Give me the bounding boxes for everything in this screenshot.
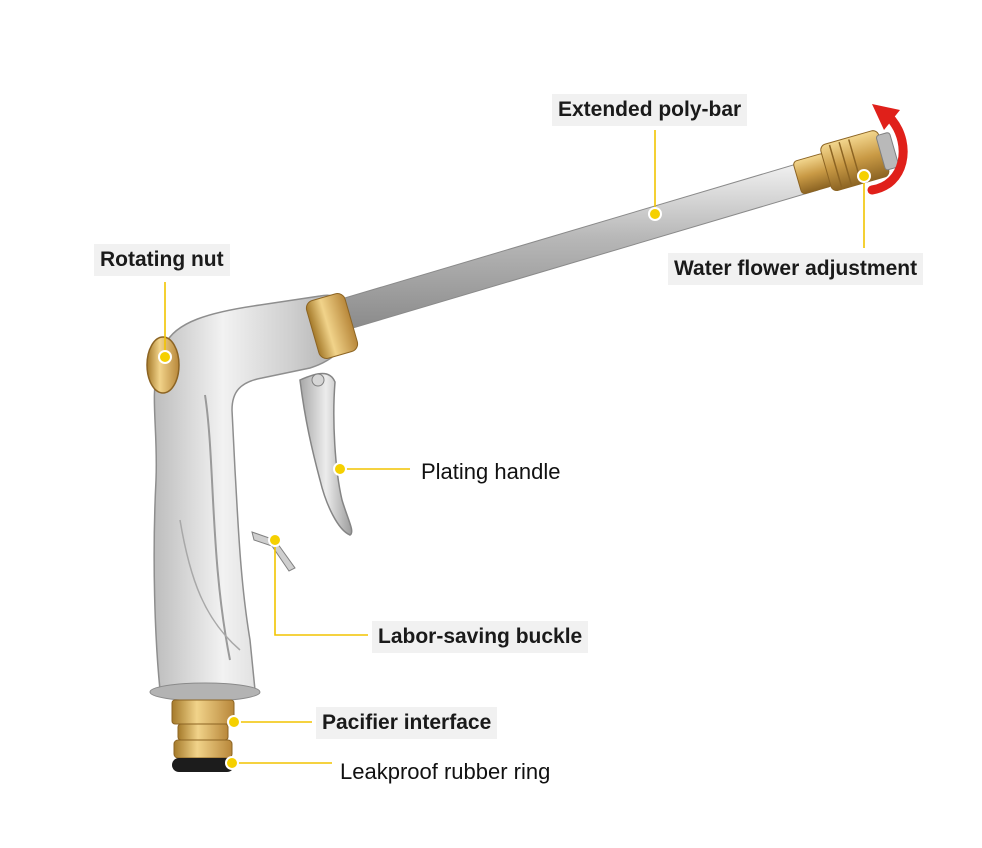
rotating-nut — [146, 336, 180, 394]
marker-dot-labor-buckle — [268, 533, 282, 547]
leader-line-labor-buckle — [274, 540, 368, 636]
extended-poly-bar — [337, 159, 819, 331]
gun-body — [149, 293, 359, 702]
plating-handle-trigger — [299, 372, 353, 536]
label-water-flower-adjustment: Water flower adjustment — [668, 253, 924, 285]
rotation-arrow-icon — [867, 104, 908, 195]
pacifier-connector — [171, 699, 235, 759]
marker-dot-poly-bar — [648, 207, 662, 221]
marker-dot-water-flower — [857, 169, 871, 183]
marker-dot-pacifier — [227, 715, 241, 729]
marker-dot-rubber-ring — [225, 756, 239, 770]
marker-dot-plating-handle — [333, 462, 347, 476]
callout-markers — [158, 169, 871, 770]
marker-dot-rotating-nut — [158, 350, 172, 364]
brass-nozzle — [793, 130, 899, 195]
label-extended-poly-bar: Extended poly-bar — [552, 94, 748, 126]
label-plating-handle: Plating handle — [421, 459, 561, 484]
label-rotating-nut: Rotating nut — [94, 244, 230, 276]
label-labor-saving-buckle: Labor-saving buckle — [372, 621, 589, 653]
label-leakproof-rubber-ring: Leakproof rubber ring — [340, 759, 551, 784]
leader-lines — [164, 130, 865, 764]
rubber-ring — [172, 758, 234, 772]
label-pacifier-interface: Pacifier interface — [316, 707, 498, 739]
